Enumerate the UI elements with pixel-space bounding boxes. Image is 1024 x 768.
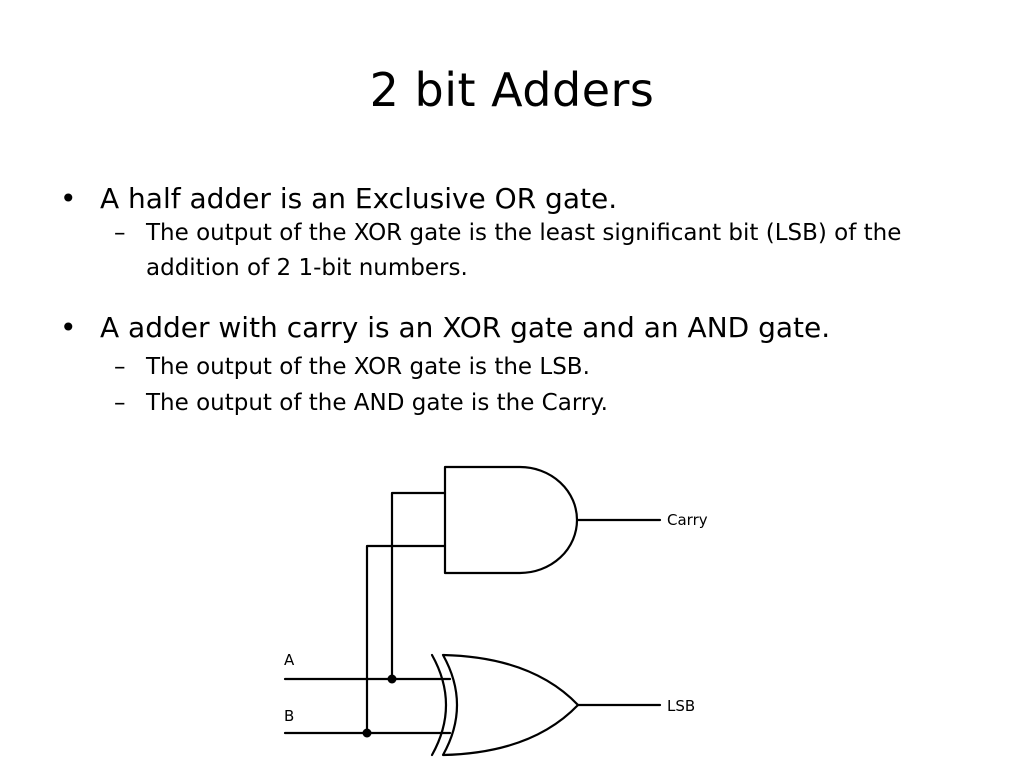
sub-bullet-item: – The output of the XOR gate is the LSB.: [56, 350, 996, 386]
junction-dot-a: [387, 674, 397, 684]
and-input-b-wire: [365, 544, 447, 735]
bullet-marker: •: [60, 310, 77, 344]
and-gate: [443, 465, 579, 575]
junction-dot-b: [362, 728, 372, 738]
carry-label: Carry: [667, 511, 708, 529]
slide-title: 2 bit Adders: [369, 63, 655, 117]
sub-bullet-text: The output of the XOR gate is the least …: [146, 219, 902, 282]
sub-bullet-text: The output of the XOR gate is the LSB.: [146, 354, 590, 381]
xor-gate-back-curve: [430, 653, 447, 757]
bullet-item: • A half adder is an Exclusive OR gate.: [56, 182, 996, 216]
input-b-label: B: [284, 707, 294, 725]
bullet-marker: •: [60, 182, 77, 215]
bullet-list: • A half adder is an Exclusive OR gate. …: [56, 182, 996, 422]
sub-bullet-item: – The output of the AND gate is the Carr…: [56, 386, 996, 422]
bullet-item: • A adder with carry is an XOR gate and …: [56, 311, 996, 345]
dash-marker: –: [114, 390, 126, 417]
bullet-text: A half adder is an Exclusive OR gate.: [100, 182, 618, 215]
bullet-text: A adder with carry is an XOR gate and an…: [100, 310, 831, 344]
dash-marker: –: [114, 219, 126, 246]
dash-marker: –: [114, 354, 126, 381]
and-input-a-wire: [390, 491, 447, 681]
sub-bullet-text: The output of the AND gate is the Carry.: [146, 390, 608, 417]
sub-bullet-item: – The output of the XOR gate is the leas…: [56, 216, 996, 287]
xor-gate: [441, 653, 580, 757]
lsb-label: LSB: [667, 697, 695, 715]
input-a-label: A: [284, 651, 295, 669]
